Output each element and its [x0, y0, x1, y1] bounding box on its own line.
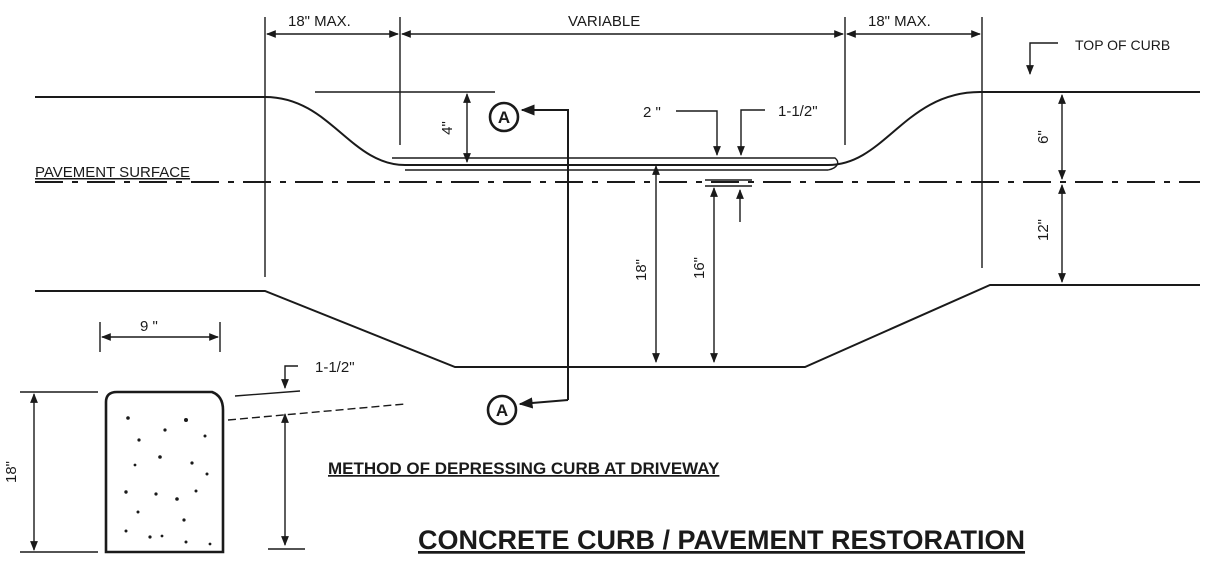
label-top-of-curb: TOP OF CURB — [1075, 37, 1170, 53]
label-18-section: 18" — [3, 461, 20, 483]
label-4: 4" — [439, 121, 456, 135]
section-top-slope — [234, 390, 301, 397]
label-18-max-left: 18" MAX. — [288, 13, 351, 30]
section-mark-a-bottom-letter: A — [496, 401, 508, 420]
section-mark-a-top — [488, 101, 520, 133]
top-of-curb-leader — [1026, 42, 1058, 75]
section-mark-a-top-letter: A — [498, 108, 510, 127]
main-title: CONCRETE CURB / PAVEMENT RESTORATION — [418, 525, 1025, 555]
label-18-max-right: 18" MAX. — [868, 13, 931, 30]
curb-section-outline — [104, 390, 225, 554]
label-18-mid: 18" — [633, 259, 650, 281]
bottom-of-curb-line — [35, 284, 1200, 368]
section-pavement-slope — [227, 403, 406, 421]
label-6: 6" — [1035, 130, 1052, 144]
label-pavement-surface: PAVEMENT SURFACE — [35, 164, 190, 181]
top-of-curb-line — [35, 91, 1200, 166]
section-mark-a-bottom — [486, 394, 518, 426]
dim-2-leader — [676, 110, 721, 156]
label-variable: VARIABLE — [568, 13, 640, 30]
section-cut-line-bottom — [518, 397, 569, 409]
depressed-curb-inner-line — [392, 157, 839, 171]
label-2: 2 " — [643, 104, 661, 121]
aggregate-pattern — [124, 416, 212, 546]
label-16: 16" — [691, 257, 708, 279]
section-cut-line — [520, 104, 569, 400]
label-12: 12" — [1035, 219, 1052, 241]
label-1-5-top: 1-1/2" — [778, 103, 818, 120]
dim-1-5-section-leader — [281, 365, 298, 389]
label-9: 9 " — [140, 318, 158, 335]
method-title: METHOD OF DEPRESSING CURB AT DRIVEWAY — [328, 459, 720, 478]
dim-1-5-leader — [737, 109, 765, 156]
label-1-5-section: 1-1/2" — [315, 359, 355, 376]
